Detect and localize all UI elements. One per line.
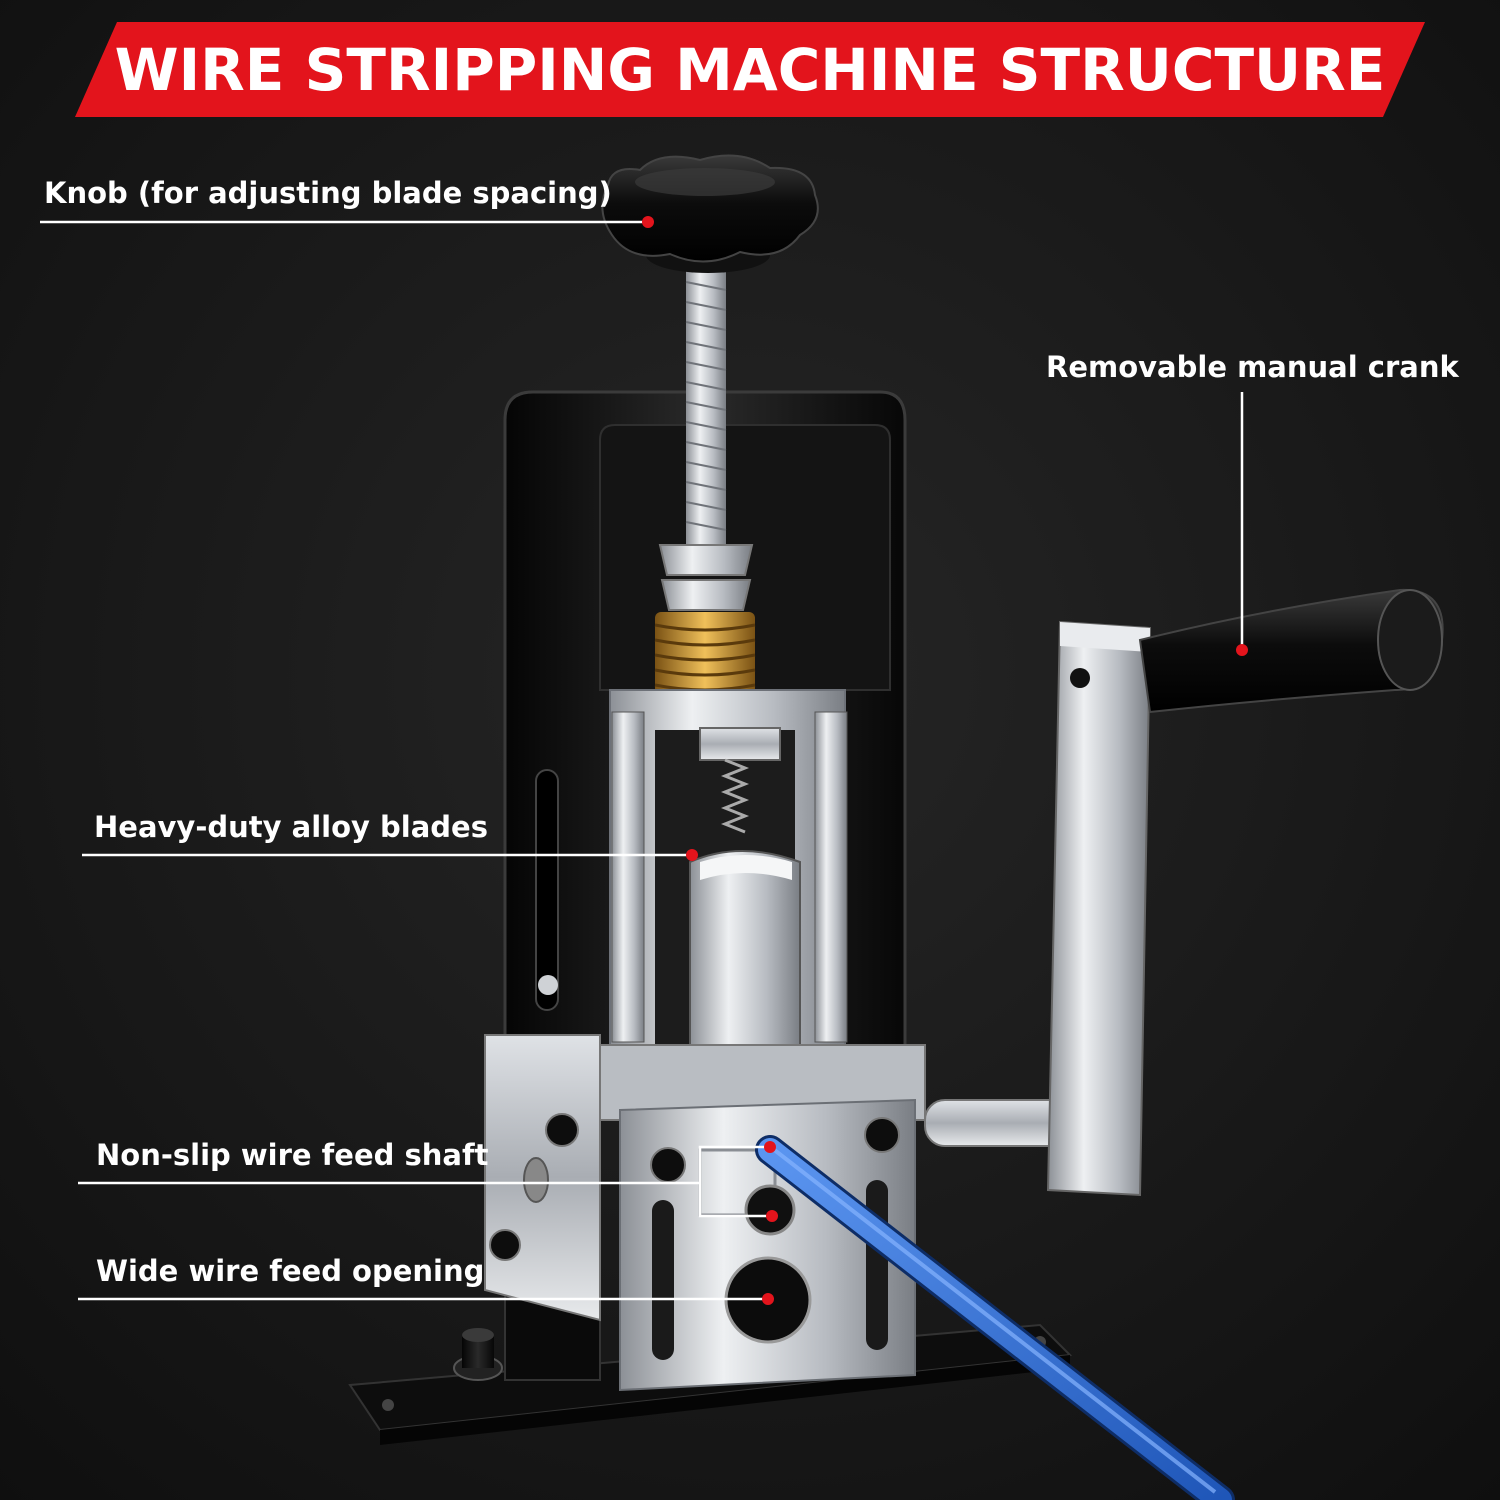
shaft-marker-bottom <box>766 1210 778 1222</box>
title-banner: WIRE STRIPPING MACHINE STRUCTURE <box>75 22 1425 117</box>
blades-marker <box>686 849 698 861</box>
crank-marker <box>1236 644 1248 656</box>
shaft-marker-top <box>764 1141 776 1153</box>
callout-knob-label: Knob (for adjusting blade spacing) <box>44 176 612 210</box>
callout-blades-label: Heavy-duty alloy blades <box>94 810 488 844</box>
star-knob <box>601 154 819 273</box>
opening-marker <box>762 1293 774 1305</box>
blue-wire <box>755 1135 1235 1500</box>
callout-shaft-label: Non-slip wire feed shaft <box>96 1138 489 1172</box>
lower-housing <box>484 1034 926 1392</box>
manual-crank <box>924 588 1444 1197</box>
callout-opening-label: Wide wire feed opening <box>96 1254 485 1288</box>
adjusting-screw <box>685 250 727 550</box>
knob-marker <box>642 216 654 228</box>
lock-nuts <box>658 544 754 611</box>
base-bolt <box>453 1328 503 1381</box>
callout-crank-label: Removable manual crank <box>1046 350 1459 384</box>
page-title: WIRE STRIPPING MACHINE STRUCTURE <box>114 35 1386 104</box>
blade-carriage <box>609 689 848 1106</box>
callout-leaders <box>40 216 1248 1305</box>
